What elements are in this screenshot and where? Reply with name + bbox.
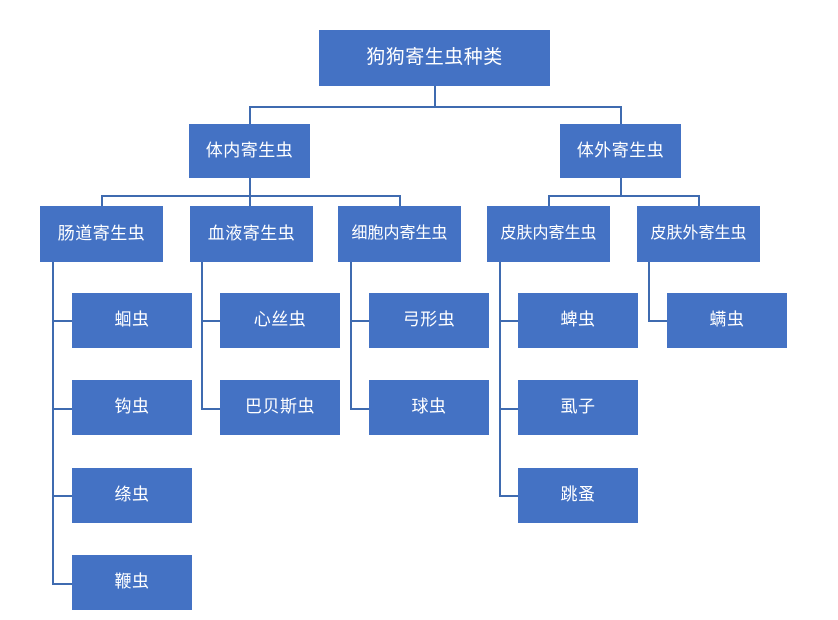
connector-intestinal-stub-4 xyxy=(52,583,73,585)
connector-internal-to-blood xyxy=(249,195,251,206)
connector-external-to-skin-external xyxy=(698,195,700,206)
connector-intracellular-spine xyxy=(350,262,352,409)
connector-external-to-skin-internal xyxy=(548,195,550,206)
node-skin-internal-parasites[interactable]: 皮肤内寄生虫 xyxy=(487,206,610,262)
node-roundworm[interactable]: 蛔虫 xyxy=(72,293,192,348)
node-lice[interactable]: 虱子 xyxy=(518,380,638,435)
connector-skin-external-spine xyxy=(648,262,650,322)
connector-intracellular-stub-2 xyxy=(350,408,370,410)
connector-skin-internal-stub-1 xyxy=(499,320,519,322)
connector-intestinal-spine xyxy=(52,262,54,584)
node-root[interactable]: 狗狗寄生虫种类 xyxy=(319,30,550,86)
connector-root-bus xyxy=(249,106,621,108)
connector-blood-stub-1 xyxy=(201,320,221,322)
connector-internal-stem xyxy=(249,178,251,195)
node-tick[interactable]: 蜱虫 xyxy=(518,293,638,348)
connector-intracellular-stub-1 xyxy=(350,320,370,322)
node-mite[interactable]: 螨虫 xyxy=(667,293,787,348)
connector-root-stem xyxy=(434,86,436,106)
connector-skin-internal-spine xyxy=(499,262,501,497)
node-intestinal-parasites[interactable]: 肠道寄生虫 xyxy=(40,206,163,262)
node-internal-parasites[interactable]: 体内寄生虫 xyxy=(189,124,310,178)
node-toxoplasma[interactable]: 弓形虫 xyxy=(369,293,489,348)
connector-skin-internal-stub-2 xyxy=(499,408,519,410)
connector-to-external xyxy=(620,106,622,124)
connector-intestinal-stub-1 xyxy=(52,320,73,322)
node-blood-parasites[interactable]: 血液寄生虫 xyxy=(190,206,313,262)
connector-external-bus xyxy=(548,195,699,197)
connector-internal-to-intestinal xyxy=(101,195,103,206)
connector-intestinal-stub-3 xyxy=(52,495,73,497)
node-hookworm[interactable]: 钩虫 xyxy=(72,380,192,435)
node-tapeworm[interactable]: 绦虫 xyxy=(72,468,192,523)
connector-internal-to-intracellular xyxy=(399,195,401,206)
node-external-parasites[interactable]: 体外寄生虫 xyxy=(560,124,681,178)
node-babesia[interactable]: 巴贝斯虫 xyxy=(220,380,340,435)
node-heartworm[interactable]: 心丝虫 xyxy=(220,293,340,348)
node-skin-external-parasites[interactable]: 皮肤外寄生虫 xyxy=(637,206,760,262)
node-flea[interactable]: 跳蚤 xyxy=(518,468,638,523)
node-coccidia[interactable]: 球虫 xyxy=(369,380,489,435)
connector-blood-stub-2 xyxy=(201,408,221,410)
connector-blood-spine xyxy=(201,262,203,409)
connector-intestinal-stub-2 xyxy=(52,408,73,410)
connector-external-stem xyxy=(620,178,622,195)
node-intracellular-parasites[interactable]: 细胞内寄生虫 xyxy=(338,206,461,262)
connector-skin-external-stub-1 xyxy=(648,320,668,322)
node-whipworm[interactable]: 鞭虫 xyxy=(72,555,192,610)
connector-skin-internal-stub-3 xyxy=(499,495,519,497)
connector-to-internal xyxy=(249,106,251,124)
